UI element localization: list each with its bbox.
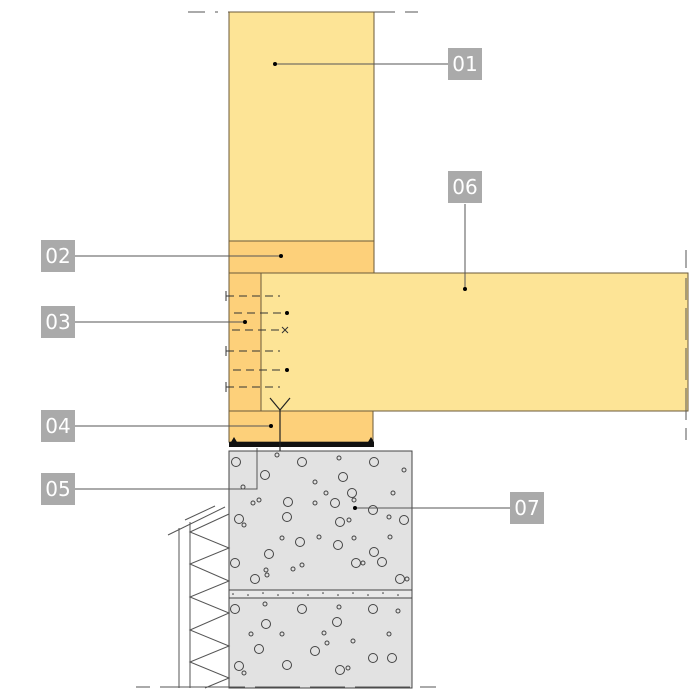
mortar-joint — [228, 589, 413, 599]
label-05: 05 — [41, 473, 75, 505]
label-06: 06 — [448, 171, 482, 203]
leader-lines — [74, 63, 510, 509]
anchor-symbol — [269, 397, 291, 452]
label-01: 01 — [448, 48, 482, 80]
floor-panel — [260, 272, 689, 412]
insulation — [167, 505, 231, 689]
rim-beam — [228, 272, 262, 412]
label-07: 07 — [510, 492, 544, 524]
concrete-foundation — [228, 450, 413, 689]
upper-wall-panel — [228, 11, 375, 242]
fastener-heads — [225, 291, 289, 392]
label-04: 04 — [41, 410, 75, 442]
label-02: 02 — [41, 240, 75, 272]
aggregate — [230, 452, 410, 676]
mortar-dots — [232, 592, 399, 596]
bearing-strip — [229, 442, 374, 447]
fasteners — [226, 295, 285, 388]
top-plate — [228, 240, 375, 274]
leader-dots — [243, 62, 467, 510]
label-03: 03 — [41, 306, 75, 338]
